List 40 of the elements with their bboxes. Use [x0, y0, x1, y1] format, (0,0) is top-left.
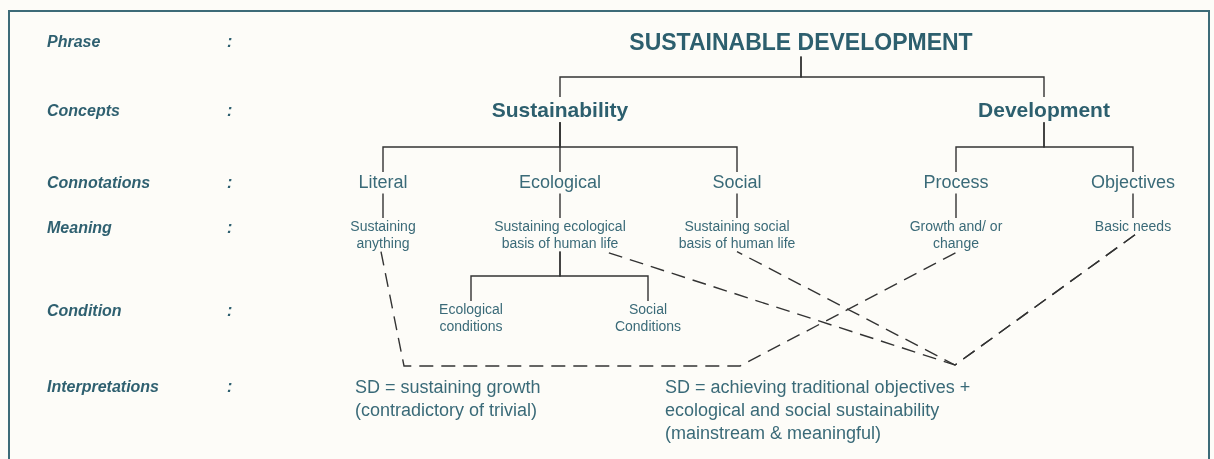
- meaning-text: Sustaining social basis of human life: [677, 218, 797, 252]
- interpretation-text: SD = sustaining growth (contradictory of trivial): [355, 376, 583, 423]
- row-label: Interpretations: [47, 378, 159, 396]
- colon-separator: :: [227, 33, 233, 51]
- concept-label: Development: [977, 97, 1111, 123]
- connotation-label: Ecological: [517, 172, 603, 194]
- connotation-label: Process: [922, 172, 990, 194]
- condition-text: Social Conditions: [613, 301, 683, 335]
- tree-connector: [559, 121, 738, 173]
- connotation-label: Literal: [357, 172, 409, 194]
- colon-separator: :: [227, 219, 233, 237]
- tree-connector: [1132, 192, 1134, 219]
- connotation-label: Objectives: [1089, 172, 1177, 194]
- connotation-label: Social: [711, 172, 763, 194]
- colon-separator: :: [227, 378, 233, 396]
- row-label: Connotations: [47, 174, 151, 192]
- tree-connector: [559, 250, 649, 302]
- colon-separator: :: [227, 174, 233, 192]
- tree-connector: [955, 192, 957, 219]
- condition-text: Ecological conditions: [438, 301, 504, 335]
- dashed-connector: [736, 234, 1136, 366]
- tree-connector: [559, 192, 561, 219]
- row-label: Condition: [47, 302, 122, 320]
- row-label: Meaning: [47, 219, 112, 237]
- meaning-text: Growth and/ or change: [908, 218, 1004, 252]
- tree-connector: [382, 192, 384, 219]
- row-label: Concepts: [47, 102, 120, 120]
- tree-connector: [736, 192, 738, 219]
- concept-label: Sustainability: [490, 97, 630, 123]
- meaning-text: Sustaining ecological basis of human life: [493, 218, 627, 252]
- title-text: SUSTAINABLE DEVELOPMENT: [628, 29, 974, 57]
- tree-connector: [800, 55, 1045, 98]
- meaning-text: Basic needs: [1093, 218, 1173, 235]
- meaning-text: Sustaining anything: [349, 218, 417, 252]
- tree-connector: [1043, 121, 1134, 173]
- row-label: Phrase: [47, 33, 101, 51]
- colon-separator: :: [227, 102, 233, 120]
- dashed-connector: [380, 250, 959, 367]
- colon-separator: :: [227, 302, 233, 320]
- interpretation-text: SD = achieving traditional objectives + ecological and social sustainability (mainstream & meaningful): [665, 376, 1015, 446]
